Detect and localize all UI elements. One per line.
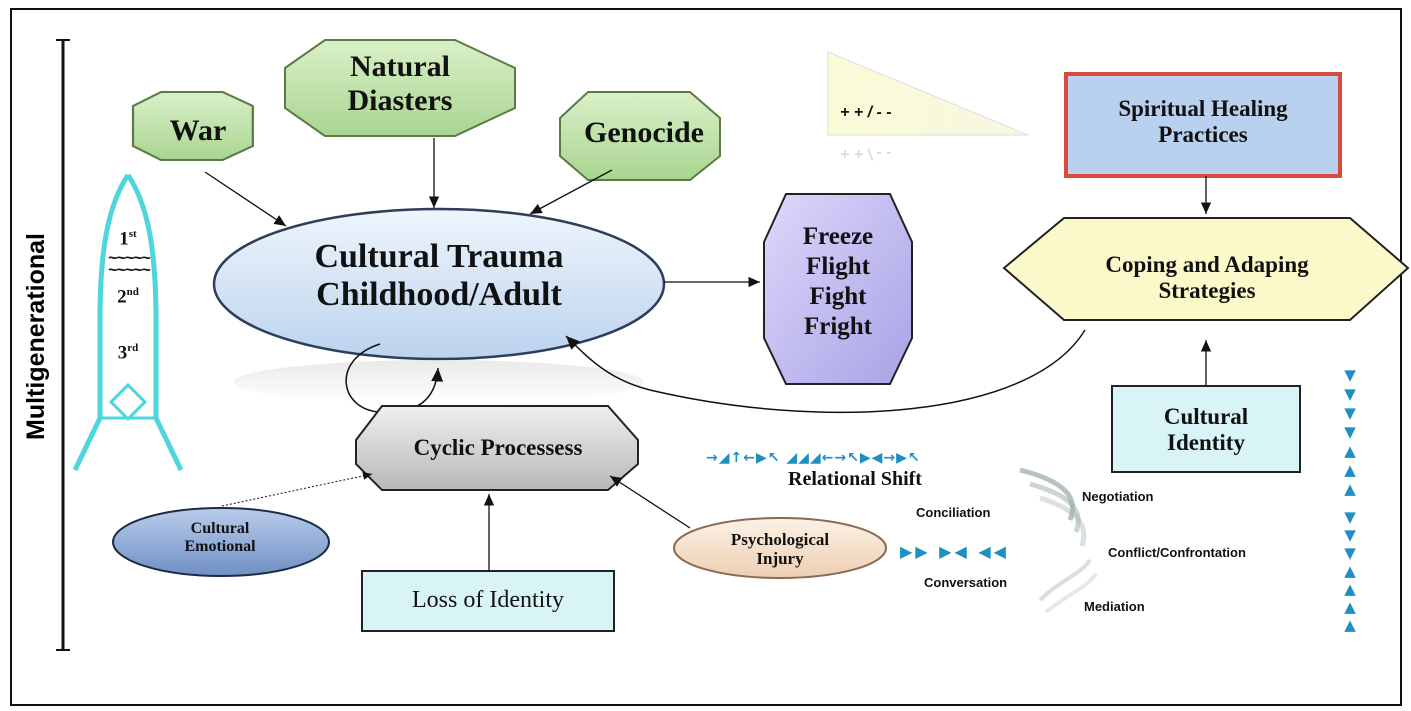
conversation-arrows: ▶▶ ▶◀ ◀◀	[900, 542, 1009, 561]
triangle-reflection: + + / - -	[840, 144, 892, 162]
chevron-column-lower: ▼▼▼▲▲▲▲	[1344, 508, 1356, 634]
natural-disasters-line1: Natural	[350, 50, 450, 83]
cyclic-label: Cyclic Processess	[413, 435, 583, 460]
cultural-trauma-line2: Childhood/Adult	[316, 276, 562, 314]
negotiation-label: Negotiation	[1082, 489, 1154, 504]
cultural-trauma-line1: Cultural Trauma	[314, 238, 564, 275]
cultural-emotional-line2: Emotional	[184, 537, 256, 555]
cultural-identity-label: Cultural Identity	[1112, 404, 1300, 456]
loss-identity-shape	[361, 570, 615, 632]
balance-triangle	[827, 51, 1029, 136]
psych-injury-line1: Psychological	[730, 530, 830, 549]
cultural-trauma-shape	[212, 207, 666, 361]
response-fight: Fight	[809, 283, 867, 310]
spiritual-label: Spiritual Healing Practices	[1068, 96, 1338, 148]
psych-injury-label: Psychological Injury	[690, 530, 870, 568]
coping-shape	[1002, 217, 1410, 321]
response-flight: Flight	[806, 253, 870, 280]
cultural-emotional-line1: Cultural	[190, 520, 250, 537]
cultural-identity-shape	[1111, 385, 1301, 473]
capsule-diamond	[108, 382, 148, 422]
war-label: War	[169, 114, 227, 147]
generation-capsule	[72, 173, 184, 472]
mediation-label: Mediation	[1084, 599, 1145, 614]
conflict-label: Conflict/Confrontation	[1108, 545, 1246, 560]
cultural-emotional-shape	[112, 507, 330, 577]
natural-disasters-label: Natural Diasters	[300, 50, 500, 117]
spiritual-line1: Spiritual Healing	[1118, 96, 1288, 121]
loss-identity-label: Loss of Identity	[412, 587, 564, 613]
genocide-shape	[559, 91, 721, 181]
generation-second: 2nd	[117, 286, 139, 308]
cultural-identity-line2: Identity	[1167, 429, 1245, 455]
natural-disasters-shape	[284, 39, 516, 137]
war-shape	[131, 91, 254, 161]
triangle-text: + + / - -	[840, 104, 892, 121]
multigenerational-label: Multigenerational	[22, 233, 50, 440]
coping-line2: Strategies	[1158, 277, 1256, 303]
cultural-emotional-label: Cultural Emotional	[140, 520, 300, 556]
chevron-column-upper: ▼▼▼▼▲▲▲	[1344, 366, 1356, 498]
responses-shape	[763, 193, 913, 385]
response-freeze: Freeze	[802, 223, 874, 250]
natural-disasters-line2: Diasters	[347, 83, 453, 117]
response-fright: Fright	[803, 313, 873, 340]
coping-label: Coping and Adaping Strategies	[1040, 252, 1374, 304]
cultural-identity-line1: Cultural	[1163, 404, 1249, 429]
relational-shift-label: Relational Shift	[788, 468, 922, 490]
generation-third: 3rd	[117, 342, 139, 364]
generation-first: 1st	[119, 228, 137, 250]
responses-label: Freeze Flight Fight Fright	[768, 222, 908, 342]
conversation-label: Conversation	[924, 575, 1008, 590]
psych-injury-shape	[673, 517, 887, 579]
trauma-reflection-shape	[234, 360, 644, 404]
diagram-frame	[10, 8, 1402, 706]
spiritual-line2: Practices	[1158, 121, 1248, 147]
generation-wave-1: ~~~~~	[108, 250, 151, 267]
psych-injury-line2: Injury	[756, 549, 804, 569]
genocide-label: Genocide	[584, 116, 704, 149]
coping-line1: Coping and Adaping	[1105, 252, 1309, 277]
spiritual-box-shape	[1064, 72, 1342, 178]
generation-wave-2: ~~~~~	[108, 262, 151, 279]
cultural-trauma-label: Cultural Trauma Childhood/Adult	[238, 238, 640, 314]
conciliation-label: Conciliation	[916, 505, 991, 520]
relational-shift-arrows: →◢↑←▶↖ ◢◢◢←→↖▶◀→▶↖	[706, 450, 921, 466]
